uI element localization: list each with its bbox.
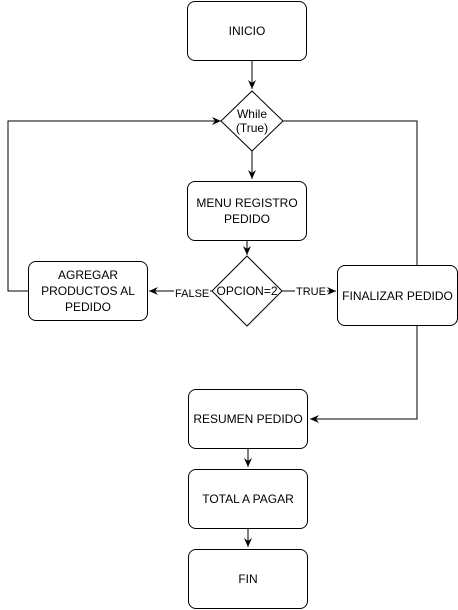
- finish-order-node-label: FINALIZAR PEDIDO: [342, 288, 453, 303]
- menu-node: MENU REGISTRO PEDIDO: [187, 181, 307, 241]
- decision-diamond: [211, 255, 283, 327]
- start-node: INICIO: [187, 1, 307, 61]
- finish-order-node: FINALIZAR PEDIDO: [337, 265, 458, 326]
- false-edge-label: FALSE: [174, 288, 211, 300]
- total-node: TOTAL A PAGAR: [188, 469, 308, 529]
- loop-diamond: [220, 90, 284, 152]
- end-node: FIN: [188, 549, 308, 609]
- end-node-label: FIN: [238, 572, 258, 586]
- loop-diamond-label: While (True): [235, 107, 269, 135]
- summary-node: RESUMEN PEDIDO: [188, 389, 308, 449]
- summary-node-label: RESUMEN PEDIDO: [193, 412, 303, 426]
- edge-add-back-to-loop: [7, 117, 221, 292]
- true-edge-label: TRUE: [295, 286, 327, 298]
- menu-node-label: MENU REGISTRO PEDIDO: [196, 196, 298, 226]
- add-products-node: AGREGAR PRODUCTOS AL PEDIDO: [28, 261, 148, 321]
- total-node-label: TOTAL A PAGAR: [202, 492, 294, 506]
- decision-diamond-label: OPCION=2: [216, 284, 278, 298]
- add-products-node-label: AGREGAR PRODUCTOS AL PEDIDO: [41, 268, 135, 314]
- start-node-label: INICIO: [228, 24, 266, 38]
